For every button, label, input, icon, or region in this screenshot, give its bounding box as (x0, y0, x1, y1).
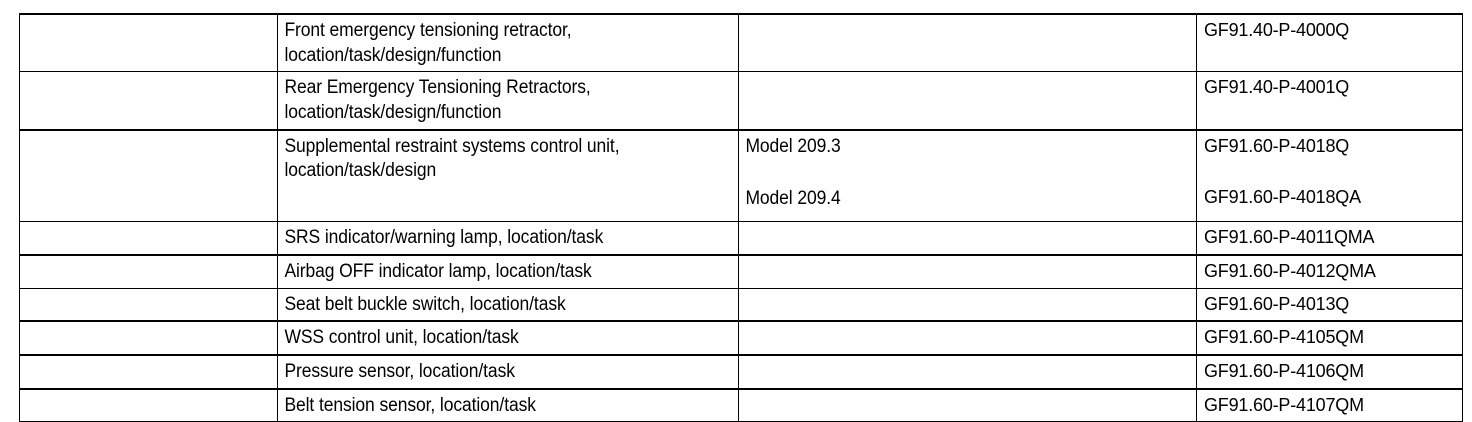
cell-document-id: GF91.60-P-4105QM (1196, 320, 1463, 356)
description-text: Pressure sensor, location/task (284, 361, 515, 382)
model-text (739, 256, 1159, 263)
model-text-secondary: Model 209.4 (745, 188, 841, 210)
cell-document-id: GF91.40-P-4000Q (1196, 13, 1463, 73)
description-text: SRS indicator/warning lamp, location/tas… (284, 227, 604, 249)
cell-model (738, 13, 1197, 73)
cell-spacer (19, 354, 278, 390)
cell-model (738, 320, 1197, 356)
document-id-text: GF91.60-P-4106QM (1204, 361, 1364, 381)
cell-spacer (19, 13, 278, 73)
document-id-text: GF91.60-P-4012QMA (1204, 260, 1376, 281)
cell-document-id: GF91.60-P-4011QMA (1196, 221, 1463, 256)
cell-spacer (19, 71, 278, 131)
cell-spacer (19, 287, 278, 323)
cell-document-id: GF91.60-P-4107QM (1196, 388, 1463, 422)
cell-description: Supplemental restraint systems control u… (277, 129, 739, 223)
table-row: Belt tension sensor, location/task GF91.… (19, 388, 1463, 422)
cell-model (738, 71, 1197, 131)
cell-model (738, 388, 1197, 422)
cell-model (738, 354, 1197, 390)
line-spacer (739, 162, 1196, 183)
cell-description: WSS control unit, location/task (277, 320, 739, 356)
document-id-text: GF91.40-P-4001Q (1204, 77, 1350, 98)
table-row: Supplemental restraint systems control u… (19, 129, 1463, 223)
cell-model: Model 209.3 Model 209.4 (738, 129, 1197, 223)
cell-description: Seat belt buckle switch, location/task (277, 287, 739, 323)
cell-document-id: GF91.60-P-4018Q GF91.60-P-4018QA (1196, 129, 1463, 223)
cell-spacer (19, 221, 278, 256)
description-text: Belt tension sensor, location/task (284, 394, 536, 416)
model-text (739, 15, 1159, 22)
cell-description: SRS indicator/warning lamp, location/tas… (277, 221, 739, 256)
description-text: Seat belt buckle switch, location/task (284, 293, 566, 315)
cell-model (738, 254, 1197, 289)
model-text (739, 222, 1159, 229)
table-row: Rear Emergency Tensioning Retractors, lo… (19, 71, 1463, 131)
line-spacer (1197, 161, 1462, 182)
cell-model (738, 221, 1197, 256)
cell-spacer (19, 388, 278, 422)
cell-spacer (19, 129, 278, 223)
table-row: WSS control unit, location/task GF91.60-… (19, 320, 1463, 356)
description-text: Supplemental restraint systems control u… (284, 135, 620, 182)
cell-document-id: GF91.40-P-4001Q (1196, 71, 1463, 131)
documentation-table: Front emergency tensioning retractor, lo… (19, 13, 1463, 422)
description-text: WSS control unit, location/task (284, 327, 519, 349)
table-body: Front emergency tensioning retractor, lo… (19, 13, 1463, 422)
description-text: Airbag OFF indicator lamp, location/task (284, 260, 592, 282)
document-id-text: GF91.60-P-4105QM (1204, 327, 1364, 348)
description-text: Front emergency tensioning retractor, lo… (284, 20, 572, 66)
table-row: Front emergency tensioning retractor, lo… (19, 13, 1463, 73)
document-id-text: GF91.40-P-4000Q (1204, 20, 1350, 40)
cell-document-id: GF91.60-P-4106QM (1196, 354, 1463, 390)
model-text (739, 390, 1159, 397)
cell-description: Airbag OFF indicator lamp, location/task (277, 254, 739, 289)
document-id-text: GF91.60-P-4018Q (1204, 135, 1350, 156)
document-id-text: GF91.60-P-4011QMA (1204, 227, 1375, 248)
cell-spacer (19, 254, 278, 289)
table-row: Airbag OFF indicator lamp, location/task… (19, 254, 1463, 289)
model-text (739, 322, 1159, 329)
description-text: Rear Emergency Tensioning Retractors, lo… (284, 77, 591, 124)
document-id-text-secondary: GF91.60-P-4018QA (1204, 186, 1361, 207)
cell-description: Belt tension sensor, location/task (277, 388, 739, 422)
cell-spacer (19, 320, 278, 356)
cell-description: Rear Emergency Tensioning Retractors, lo… (277, 71, 739, 131)
model-text (739, 356, 1159, 363)
table-row: Pressure sensor, location/task GF91.60-P… (19, 354, 1463, 390)
model-text: Model 209.3 (745, 135, 841, 157)
document-id-text: GF91.60-P-4013Q (1204, 293, 1350, 314)
cell-description: Pressure sensor, location/task (277, 354, 739, 390)
model-text (739, 289, 1159, 296)
cell-document-id: GF91.60-P-4013Q (1196, 287, 1463, 323)
cell-document-id: GF91.60-P-4012QMA (1196, 254, 1463, 289)
table-row: Seat belt buckle switch, location/task G… (19, 287, 1463, 323)
document-id-text: GF91.60-P-4107QM (1204, 394, 1364, 415)
table-row: SRS indicator/warning lamp, location/tas… (19, 221, 1463, 256)
cell-description: Front emergency tensioning retractor, lo… (277, 13, 739, 73)
model-text (739, 72, 1159, 79)
cell-model (738, 287, 1197, 323)
